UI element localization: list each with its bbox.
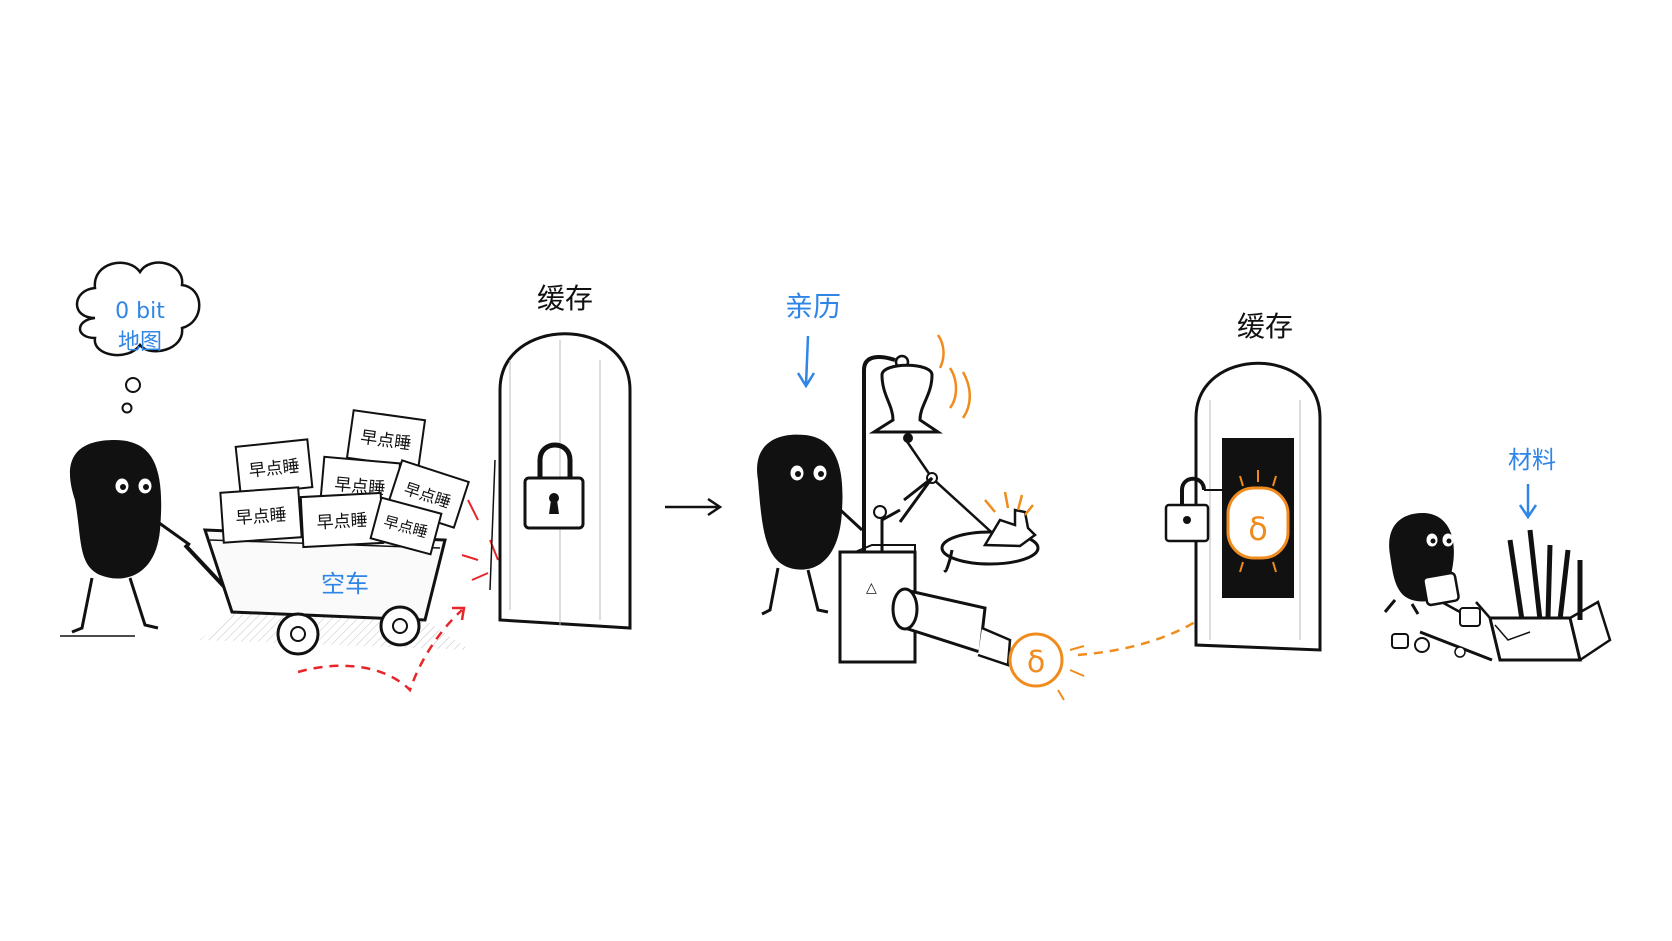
delta-coin: δ xyxy=(1008,632,1085,701)
locked-cache-door xyxy=(489,332,632,630)
bell-icon xyxy=(868,363,943,443)
door-delta-symbol: δ xyxy=(1248,510,1268,548)
thought-bubble: 0 bit 地图 xyxy=(75,261,201,414)
thought-text-map: 地图 xyxy=(118,330,162,355)
cache-label-left: 缓存 xyxy=(537,282,593,315)
scattered-parts xyxy=(1391,630,1493,662)
bean-character-ringing xyxy=(757,434,864,616)
paper-stack: 早点睡 早点睡 早点睡 早点睡 早点睡 早点睡 早点睡 xyxy=(219,409,470,556)
paper-note: 早点睡 xyxy=(316,511,368,534)
red-dashed-path xyxy=(297,499,499,693)
hand-icon xyxy=(982,508,1037,548)
materials-box xyxy=(1475,529,1612,662)
padlock-icon xyxy=(523,442,585,530)
svg-text:△: △ xyxy=(866,580,877,596)
right-arrow-icon xyxy=(665,497,723,517)
experience-label: 亲历 xyxy=(785,290,841,323)
cart: 早点睡 早点睡 早点睡 早点睡 早点睡 早点睡 早点睡 空车 xyxy=(183,409,470,656)
open-cache-door: δ xyxy=(1164,361,1322,652)
down-arrow-icon xyxy=(1518,484,1538,520)
paper-note: 早点睡 xyxy=(235,505,287,529)
thought-text-bits: 0 bit xyxy=(115,299,165,324)
glowing-delta: δ xyxy=(1226,470,1290,573)
bell-machine: △ xyxy=(838,334,1040,667)
cart-label: 空车 xyxy=(321,570,369,598)
delta-symbol: δ xyxy=(1027,645,1045,680)
open-padlock-icon xyxy=(1164,476,1222,543)
cart-wheel xyxy=(379,605,421,647)
bean-character-building xyxy=(1383,512,1481,627)
bean-character-pushing xyxy=(60,440,191,637)
tube xyxy=(891,587,1012,667)
materials-label: 材料 xyxy=(1508,446,1556,474)
down-arrow-icon xyxy=(796,335,816,389)
cart-wheel xyxy=(276,612,320,656)
cache-label-right: 缓存 xyxy=(1237,310,1293,343)
